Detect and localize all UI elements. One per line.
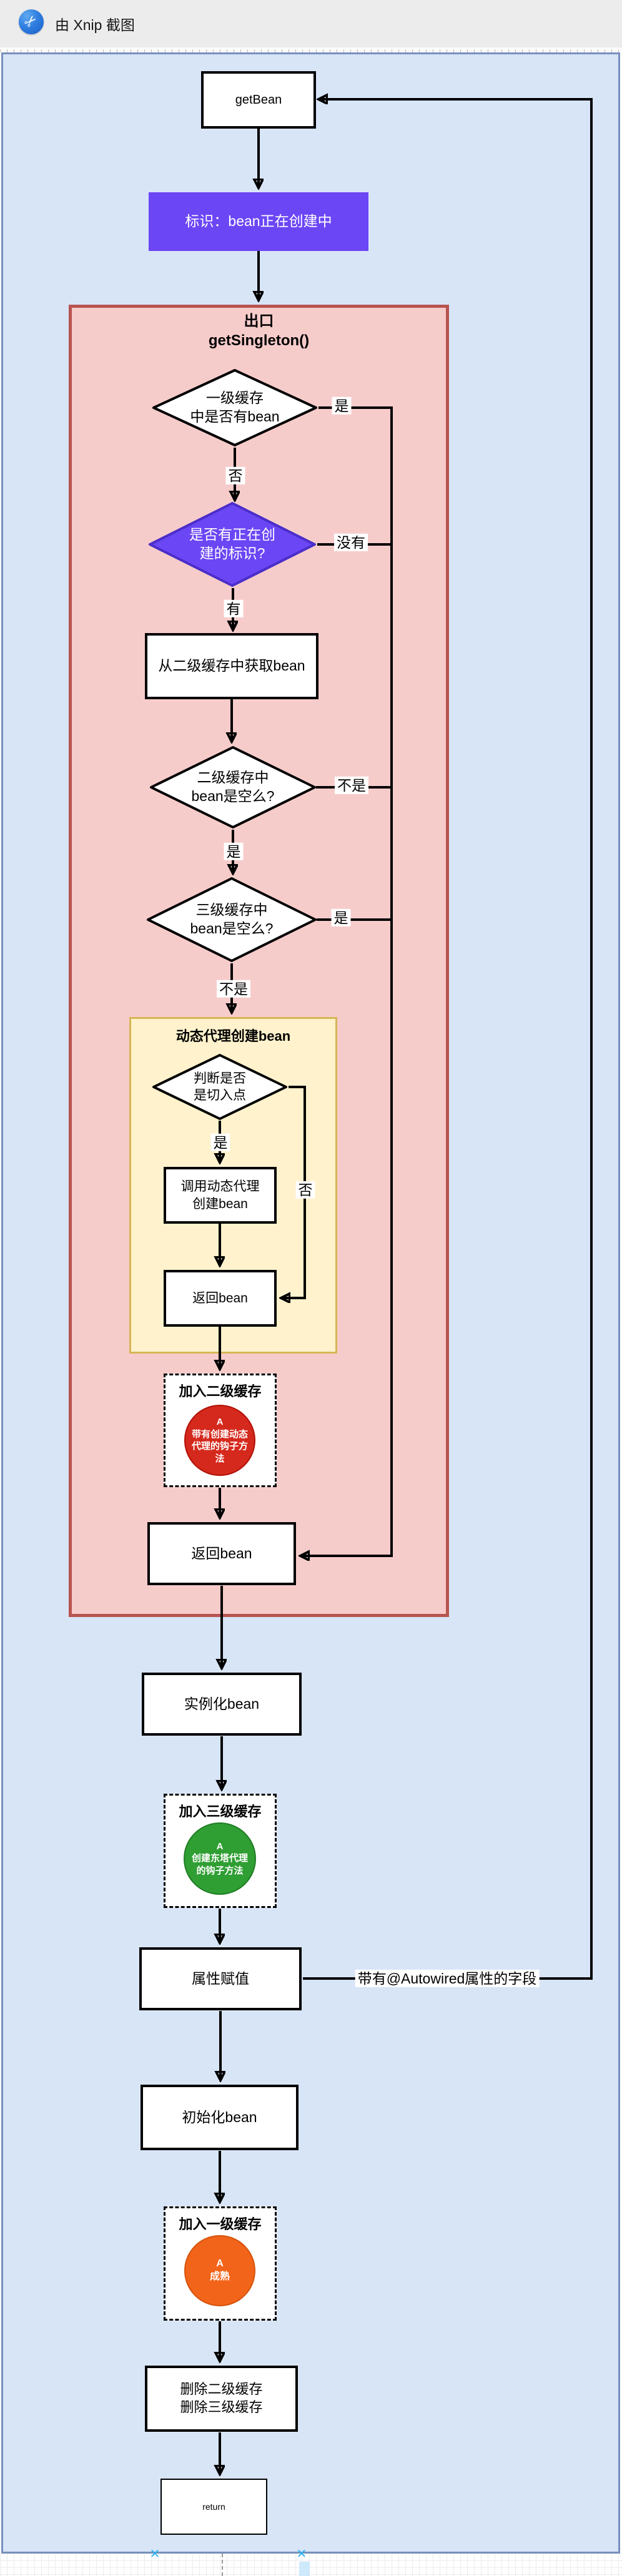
ruler-strip [0, 47, 622, 52]
page-break-guide [222, 2554, 223, 2576]
edge-label-creating-no: 没有 [334, 533, 368, 552]
node-add-l2-cache-title: 加入二级缓存 [179, 1384, 262, 1399]
node-delete-caches: 删除二级缓存 删除三级缓存 [145, 2366, 298, 2432]
decision-l3-empty: 三级缓存中 bean是空么? [147, 877, 317, 962]
node-return-bean-label: 返回bean [191, 1545, 252, 1561]
note-circle-a-l3-label: A 创建东塔代理 的钩子方法 [191, 1841, 248, 1876]
diamond-shape [152, 1054, 287, 1120]
node-flag-creating-label: 标识：bean正在创建中 [185, 213, 332, 230]
note-circle-a-l2: A 带有创建动态 代理的钩子方 法 [184, 1405, 255, 1476]
node-delete-caches-label: 删除二级缓存 删除三级缓存 [180, 2381, 263, 2415]
scissors-icon: ✂ [20, 11, 42, 32]
title-bar: ✂ 由 Xnip 截图 [0, 0, 622, 48]
node-init-bean: 初始化bean [141, 2085, 299, 2150]
diamond-shape [149, 502, 316, 587]
node-return-label: return [202, 2501, 225, 2512]
guide-x-mark-left: ✕ [149, 2547, 160, 2561]
window-title: 由 Xnip 截图 [55, 17, 135, 33]
note-circle-a-l3: A 创建东塔代理 的钩子方法 [184, 1822, 256, 1895]
decision-label: 判断是否 是切入点 [194, 1071, 246, 1103]
node-init-bean-label: 初始化bean [182, 2108, 257, 2125]
node-call-dynamic-proxy: 调用动态代理 创建bean [164, 1167, 277, 1224]
decision-creating-flag: 是否有正在创 建的标识? [149, 502, 316, 587]
note-circle-a-l1: A 成熟 [184, 2235, 255, 2306]
node-property-assignment-label: 属性赋值 [192, 1970, 249, 1987]
node-return-bean-proxy: 返回bean [164, 1270, 277, 1327]
decision-label: 是否有正在创 建的标识? [189, 526, 275, 561]
edge-label-l2-empty: 是 [224, 842, 244, 861]
node-add-l3-cache-title: 加入三级缓存 [179, 1804, 262, 1819]
note-circle-a-l1-label: A 成熟 [209, 2258, 230, 2282]
edge-label-pointcut-no: 否 [295, 1181, 315, 1199]
edge-label-l1-yes: 是 [332, 396, 352, 415]
edge-label-l2-not-empty: 不是 [335, 776, 368, 795]
diamond-shape [152, 369, 317, 446]
node-return: return [160, 2479, 267, 2535]
edge-label-pointcut-yes: 是 [210, 1133, 230, 1152]
node-get-from-l2-label: 从二级缓存中获取bean [158, 657, 305, 674]
node-property-assignment: 属性赋值 [139, 1947, 302, 2010]
decision-l1-cache-has-bean: 一级缓存 中是否有bean [152, 369, 317, 446]
decision-label: 一级缓存 中是否有bean [190, 390, 280, 425]
node-return-bean: 返回bean [147, 1522, 296, 1585]
edge-label-creating-yes: 有 [224, 599, 244, 618]
node-getbean: getBean [201, 71, 316, 129]
node-get-from-l2: 从二级缓存中获取bean [145, 633, 318, 699]
edge-label-l1-no: 否 [225, 466, 245, 485]
node-getbean-label: getBean [235, 93, 282, 107]
edge-label-l3-empty: 是 [331, 908, 351, 927]
guide-x-mark-right: ✕ [296, 2547, 307, 2561]
diamond-shape [147, 877, 317, 962]
decision-pointcut: 判断是否 是切入点 [152, 1054, 287, 1120]
node-return-bean-proxy-label: 返回bean [192, 1290, 248, 1305]
xnip-logo-icon: ✂ [19, 9, 44, 34]
decision-label: 三级缓存中 bean是空么? [190, 902, 274, 937]
node-call-dynamic-proxy-label: 调用动态代理 创建bean [180, 1179, 260, 1211]
decision-label: 二级缓存中 bean是空么? [191, 769, 275, 804]
canvas-grid [0, 2554, 622, 2576]
node-add-l1-cache-title: 加入一级缓存 [179, 2216, 262, 2232]
note-circle-a-l2-label: A 带有创建动态 代理的钩子方 法 [191, 1417, 248, 1464]
node-instantiate-bean-label: 实例化bean [184, 1695, 260, 1712]
edge-label-l3-not-empty: 不是 [217, 980, 250, 998]
decision-l2-empty: 二级缓存中 bean是空么? [150, 746, 316, 828]
node-instantiate-bean: 实例化bean [142, 1673, 302, 1736]
diamond-shape [150, 746, 316, 828]
dynamic-proxy-container-title: 动态代理创建bean [175, 1028, 291, 1044]
edge-label-autowired: 带有@Autowired属性的字段 [355, 1969, 540, 1988]
node-flag-creating: 标识：bean正在创建中 [149, 192, 368, 251]
getsingleton-container-title: 出口 getSingleton() [208, 313, 310, 350]
grid-highlight-cell [299, 2562, 310, 2576]
